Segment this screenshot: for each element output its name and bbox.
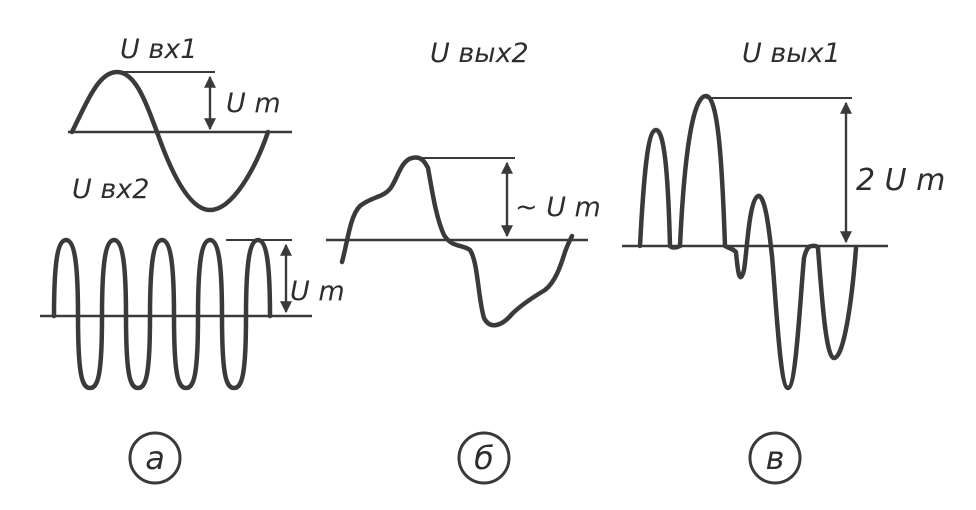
signal-u-in2: U вх2 U m bbox=[40, 174, 345, 391]
signal-name-u-in1: U вх1 bbox=[120, 34, 197, 65]
amplitude-label-u-out1: 2 U m bbox=[856, 163, 945, 198]
panel-b: U вых2 ~ U m б bbox=[326, 38, 601, 485]
panel-label-a: a bbox=[128, 431, 182, 485]
waveform-u-out2 bbox=[339, 155, 575, 328]
label-text-b: б bbox=[474, 439, 494, 477]
signal-u-in1: U вх1 U m bbox=[68, 34, 292, 213]
panel-a: U вх1 U m U вх2 U m a bbox=[40, 34, 345, 485]
amplitude-label-u-in2: U m bbox=[290, 276, 345, 307]
waveform-u-in1 bbox=[69, 69, 271, 213]
label-text-a: a bbox=[145, 439, 165, 477]
amplitude-label-u-in1: U m bbox=[226, 88, 281, 119]
label-text-c: в bbox=[766, 439, 785, 477]
label-circle-b bbox=[457, 431, 511, 485]
signal-u-out1: U вых1 2 U m bbox=[622, 38, 945, 391]
panel-label-c: в bbox=[748, 431, 802, 485]
label-circle-c bbox=[748, 431, 802, 485]
signal-u-out2: U вых2 ~ U m bbox=[326, 38, 601, 328]
amplitude-label-u-out2: ~ U m bbox=[515, 192, 601, 223]
panel-label-b: б bbox=[457, 431, 511, 485]
waveform-u-in2 bbox=[51, 237, 273, 391]
signal-name-u-out2: U вых2 bbox=[430, 38, 529, 69]
panel-c: U вых1 2 U m в bbox=[622, 38, 945, 485]
signal-name-u-out1: U вых1 bbox=[742, 38, 841, 69]
label-circle-a bbox=[128, 431, 182, 485]
waveform-u-out1 bbox=[637, 93, 859, 391]
signal-name-u-in2: U вх2 bbox=[72, 174, 149, 205]
